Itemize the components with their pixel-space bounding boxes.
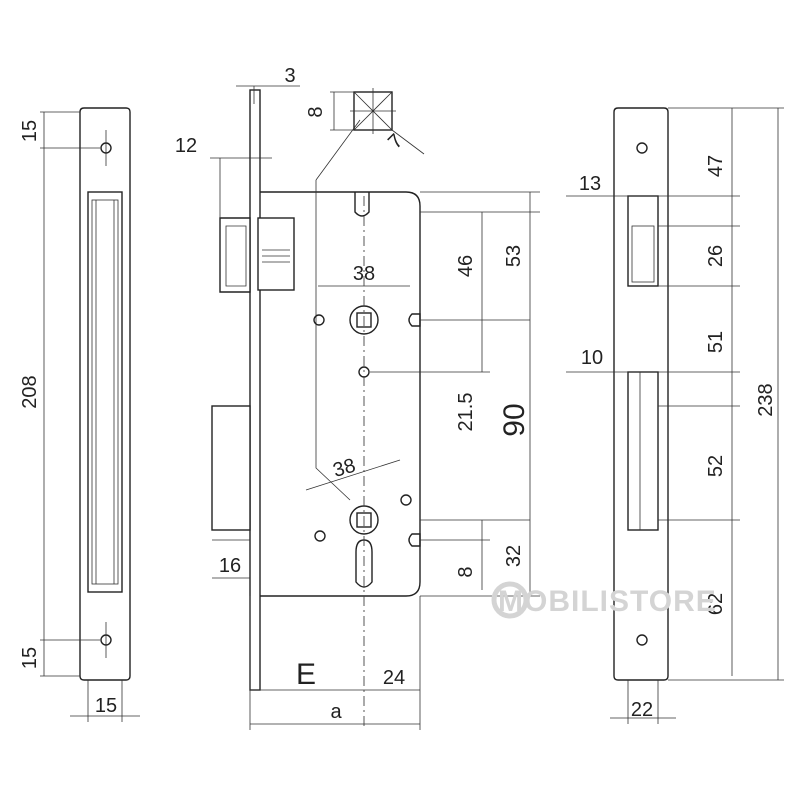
dim-right-47: 47 bbox=[705, 155, 727, 177]
dim-right-10: 10 bbox=[581, 347, 603, 369]
dim-mid-E: E bbox=[296, 658, 316, 691]
dim-mid-3: 3 bbox=[284, 65, 295, 87]
dim-mid-8-bottom: 8 bbox=[455, 566, 477, 577]
dim-mid-38-bottom: 38 bbox=[331, 455, 358, 482]
right-strike-view: 13 47 26 10 51 52 62 238 22 bbox=[566, 107, 784, 724]
dim-left-bottom-15: 15 bbox=[19, 647, 41, 669]
dim-left-top-15: 15 bbox=[19, 120, 41, 142]
dim-left-width-15: 15 bbox=[95, 695, 117, 717]
dim-mid-8: 8 bbox=[305, 106, 327, 117]
dim-right-22: 22 bbox=[631, 699, 653, 721]
dim-left-208: 208 bbox=[19, 375, 41, 408]
dim-mid-16: 16 bbox=[219, 555, 241, 577]
dim-mid-32: 32 bbox=[503, 545, 525, 567]
middle-lock-body-view: 3 8 7 12 38 46 53 21.5 90 38 8 32 16 E 2… bbox=[175, 65, 540, 730]
dim-right-62: 62 bbox=[705, 593, 727, 615]
dim-right-51: 51 bbox=[705, 331, 727, 353]
dim-mid-21-5: 21.5 bbox=[455, 393, 477, 432]
dim-mid-12: 12 bbox=[175, 135, 197, 157]
dim-mid-7: 7 bbox=[384, 130, 407, 153]
watermark-text: MOBILISTORE bbox=[498, 585, 717, 618]
dim-mid-24: 24 bbox=[383, 667, 405, 689]
dim-mid-a: a bbox=[330, 701, 342, 723]
dim-mid-38-top: 38 bbox=[353, 263, 375, 285]
left-faceplate-view: 15 208 15 15 bbox=[19, 107, 140, 722]
dim-right-26: 26 bbox=[705, 245, 727, 267]
watermark: MOBILISTORE bbox=[491, 581, 717, 619]
dim-mid-53: 53 bbox=[503, 245, 525, 267]
dim-mid-90: 90 bbox=[498, 403, 531, 436]
dim-right-238: 238 bbox=[755, 383, 777, 416]
dim-right-13: 13 bbox=[579, 173, 601, 195]
dim-mid-46: 46 bbox=[455, 255, 477, 277]
dim-right-52: 52 bbox=[705, 455, 727, 477]
